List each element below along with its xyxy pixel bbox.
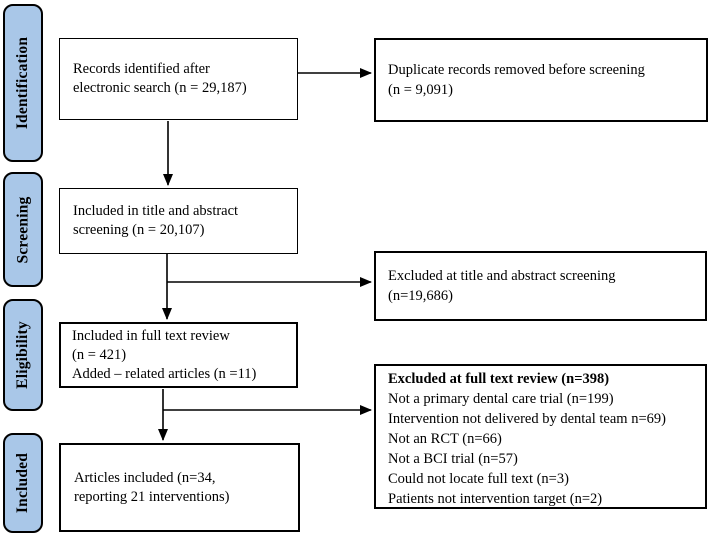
box-full-text-review: Included in full text review (n = 421) A… [59,322,298,388]
box-text-line: reporting 21 interventions) [74,488,230,505]
exclusion-reason: Not a BCI trial (n=57) [388,451,518,467]
exclusion-reason: Patients not intervention target (n=2) [388,491,603,507]
box-text-line: Added – related articles (n =11) [72,365,257,382]
stage-label-screening: Screening [3,172,43,287]
box-excluded-title-abstract: Excluded at title and abstract screening… [374,251,707,321]
box-title-abstract-screening: Included in title and abstract screening… [59,188,298,254]
box-text-line: Articles included (n=34, [74,469,216,486]
box-text-line: electronic search (n = 29,187) [73,80,247,96]
box-duplicates-removed: Duplicate records removed before screeni… [374,38,708,122]
stage-label-identification: Identification [3,4,43,162]
box-text-line: (n = 9,091) [388,82,453,98]
excluded-full-text-title: Excluded at full text review (n=398) [388,371,610,387]
exclusion-reason: Not an RCT (n=66) [388,431,502,447]
stage-label-text: Identification [14,36,32,130]
exclusion-reason: Could not locate full text (n=3) [388,471,569,487]
box-excluded-full-text: Excluded at full text review (n=398) Not… [374,364,707,509]
stage-label-text: Eligibility [14,321,32,389]
box-text-line: Included in title and abstract [73,203,239,219]
box-text-line: (n = 421) [72,346,127,363]
stage-label-text: Included [14,452,31,514]
exclusion-reason: Not a primary dental care trial (n=199) [388,391,614,407]
box-text-line: Duplicate records removed before screeni… [388,62,645,78]
stage-label-text: Screening [14,196,31,263]
stage-label-included: Included [3,433,43,533]
box-articles-included: Articles included (n=34, reporting 21 in… [59,443,300,532]
box-text-line: Excluded at title and abstract screening [388,268,616,284]
box-text-line: screening (n = 20,107) [73,222,205,238]
box-text-line: Included in full text review [72,327,230,344]
exclusion-reason: Intervention not delivered by dental tea… [388,411,666,427]
box-records-identified: Records identified after electronic sear… [59,38,298,120]
box-text-line: Records identified after [73,61,210,77]
box-text-line: (n=19,686) [388,288,453,304]
stage-label-eligibility: Eligibility [3,299,43,411]
